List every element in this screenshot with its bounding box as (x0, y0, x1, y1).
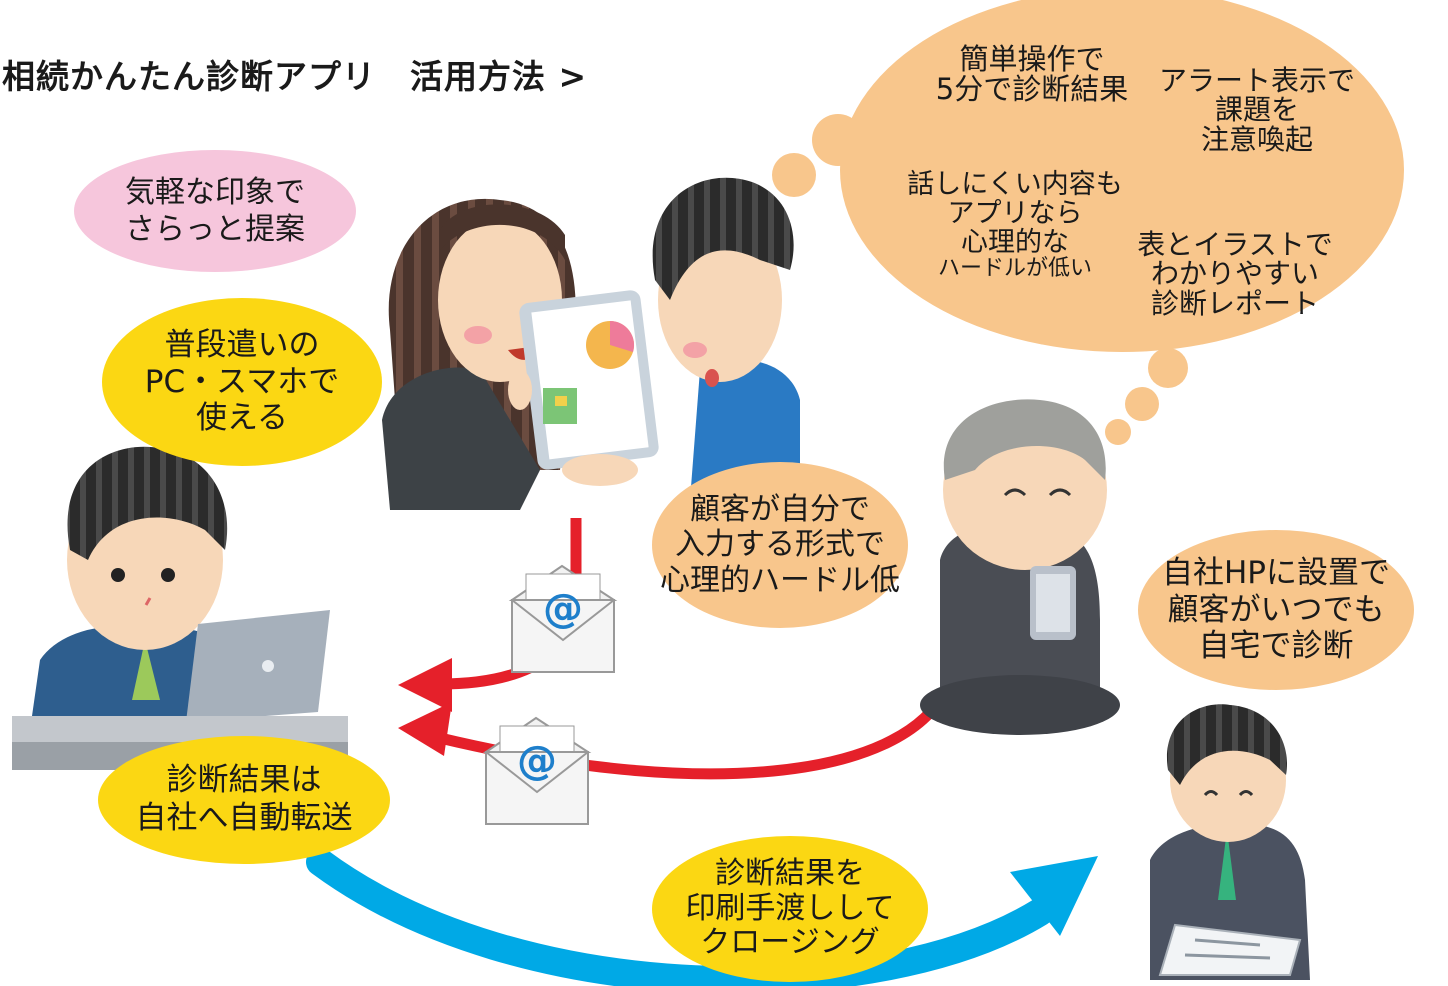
cloud-line: ハードルが低い (937, 256, 1092, 282)
cloud-line: 心理的な (961, 227, 1069, 259)
cloud-text-easy: 簡単操作で 5分で診断結果 (912, 44, 1152, 105)
svg-text:@: @ (543, 586, 583, 632)
thought-dot (1148, 348, 1188, 388)
customer-man-illustration (652, 177, 800, 500)
bubble-line: 診断結果を (715, 856, 865, 892)
thought-dot (772, 153, 816, 197)
bubble-line: 心理的ハードル低 (660, 562, 900, 598)
cloud-line: 話しにくい内容も (907, 169, 1123, 200)
agent-at-desk-illustration (12, 446, 348, 770)
woman-illustration (382, 198, 659, 510)
bubble-line: 自社HPに設置で (1161, 555, 1390, 592)
bubble-line: 顧客が自分で (690, 491, 870, 527)
cloud-line: わかりやすい (1150, 257, 1319, 291)
bubble-devices: 普段遣いの PC・スマホで 使える (102, 298, 382, 466)
svg-text:@: @ (517, 738, 557, 784)
page-title: 相続かんたん診断アプリ 活用方法 > (2, 57, 588, 96)
thought-dot (1125, 387, 1159, 421)
bubble-line: クロージング (700, 925, 880, 961)
bubble-line: 入力する形式で (675, 527, 885, 563)
bubble-auto-forward: 診断結果は 自社へ自動転送 (98, 736, 390, 864)
bubble-closing: 診断結果を 印刷手渡しして クロージング (652, 836, 928, 982)
cloud-text-alert: アラート表示で 課題を 注意喚起 (1152, 64, 1362, 156)
thought-cloud (772, 0, 1404, 445)
bubble-line: さらっと提案 (125, 212, 305, 247)
bubble-line: 自社へ自動転送 (135, 800, 353, 836)
agent-with-document-illustration (1150, 704, 1310, 980)
cloud-line: 課題を (1214, 93, 1299, 127)
bubble-line: 使える (195, 400, 289, 437)
bubble-line: 自宅で診断 (1198, 628, 1354, 665)
blue-arrow (306, 848, 1098, 986)
bubble-line: 印刷手渡しして (685, 890, 895, 926)
bubble-line: 診断結果は (166, 762, 322, 799)
bubble-homepage: 自社HPに設置で 顧客がいつでも 自宅で診断 (1138, 530, 1414, 690)
cloud-text-report: 表とイラストで わかりやすい 診断レポート (1130, 228, 1340, 320)
bubble-line: 顧客がいつでも (1167, 591, 1385, 628)
bubble-self-input: 顧客が自分で 入力する形式で 心理的ハードル低 (652, 462, 908, 628)
bubble-casual-proposal: 気軽な印象で さらっと提案 (74, 150, 356, 272)
cloud-line: アプリなら (947, 198, 1083, 230)
thought-dot (1105, 419, 1131, 445)
cloud-line: 5分で診断結果 (935, 72, 1129, 107)
cloud-line: 注意喚起 (1200, 122, 1313, 156)
cloud-text-hard-topics: 話しにくい内容も アプリなら 心理的な ハードルが低い (880, 170, 1150, 281)
red-arrow-lower (398, 687, 951, 780)
bubble-line: PC・スマホで (144, 363, 340, 400)
cloud-line: アラート表示で (1158, 64, 1355, 97)
cloud-line: 表とイラストで (1137, 228, 1333, 261)
elderly-customer-illustration (920, 399, 1120, 735)
email-envelope-icon: @ (508, 564, 618, 673)
bubble-line: 普段遣いの (164, 327, 320, 364)
thought-dot (812, 114, 864, 166)
bubble-line: 気軽な印象で (125, 174, 305, 210)
email-envelope-icon: @ (482, 716, 592, 825)
cloud-line: 診断レポート (1150, 286, 1319, 320)
cloud-line: 簡単操作で (959, 42, 1105, 76)
